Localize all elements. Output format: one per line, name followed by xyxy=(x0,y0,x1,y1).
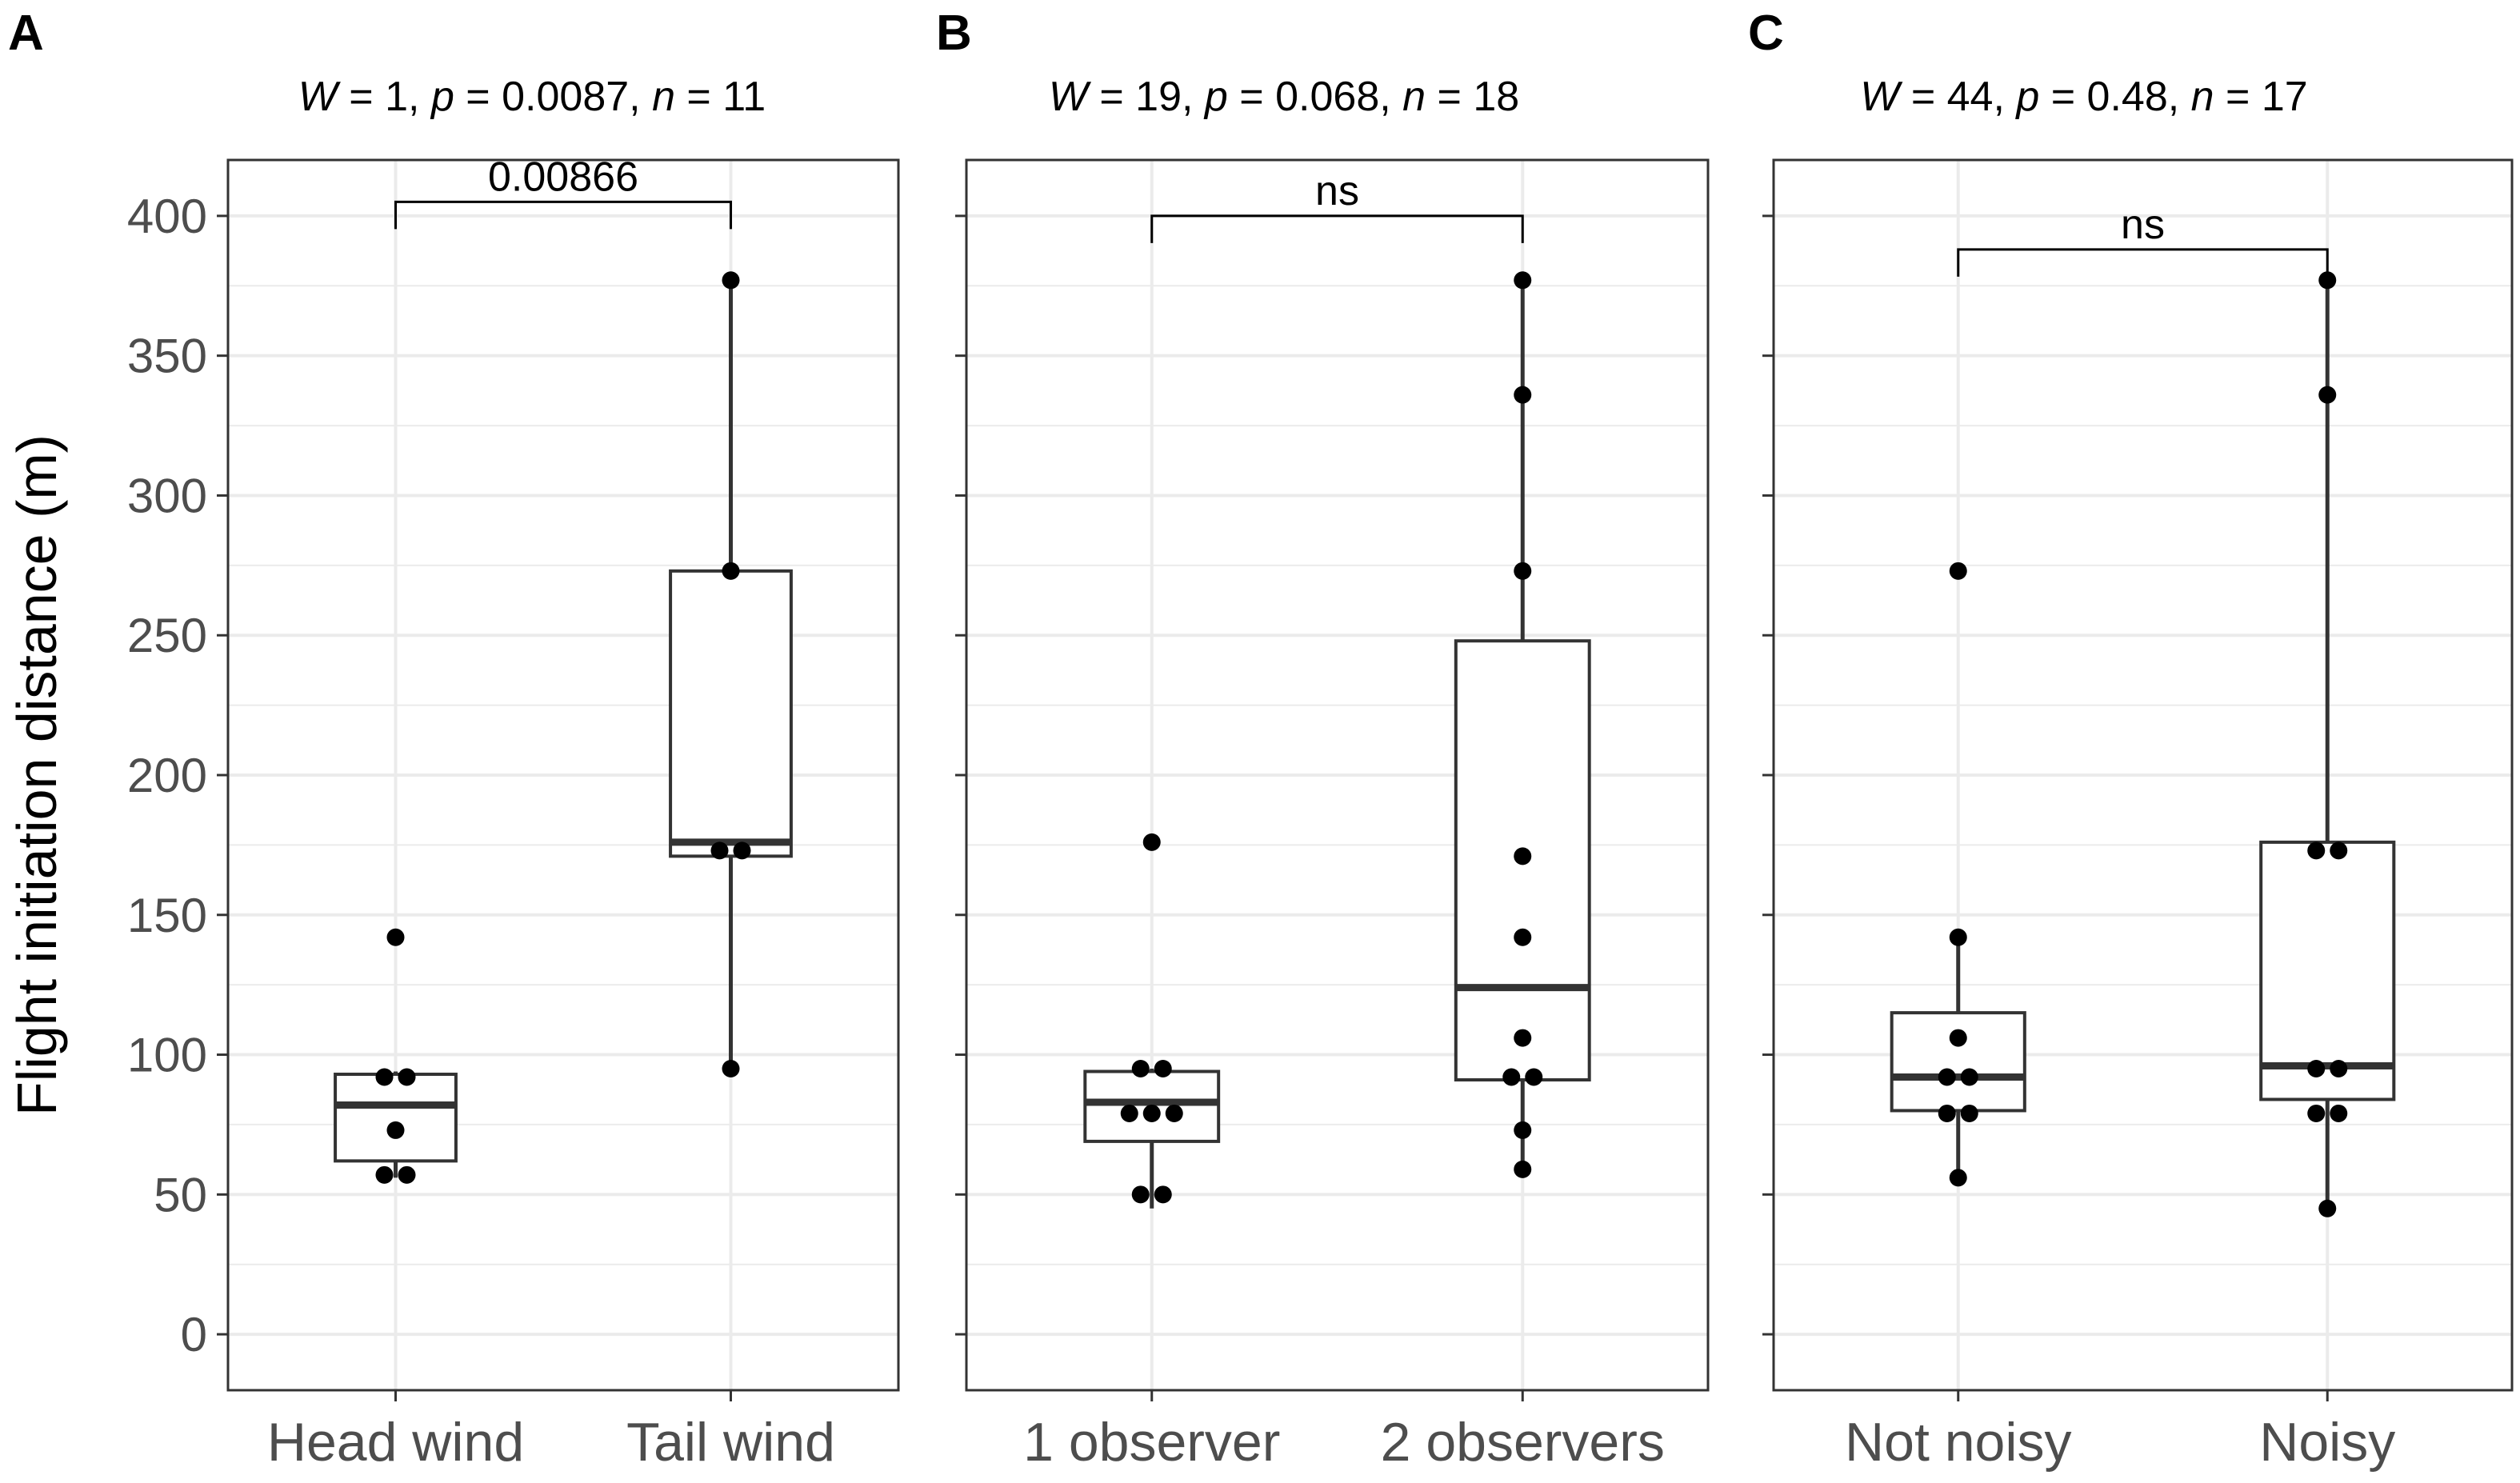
data-point xyxy=(1514,928,1532,946)
data-point xyxy=(2318,271,2337,290)
panel-a: A W = 1, p = 0.0087, n = 11 0 50 100 150 200 25… xyxy=(8,6,900,1473)
y-tick-label: 350 xyxy=(127,330,207,383)
data-point xyxy=(1938,1104,1956,1122)
data-point xyxy=(1949,562,1967,580)
x-tick-label: 1 observer xyxy=(1023,1412,1280,1473)
box xyxy=(2259,840,2396,1101)
data-point xyxy=(386,928,405,946)
y-axis-title: Flight initiation distance (m) xyxy=(6,434,68,1116)
x-tick-label: Not noisy xyxy=(1845,1412,2071,1473)
data-point xyxy=(1514,386,1532,404)
data-point xyxy=(1949,928,1967,946)
x-tick-label: 2 observers xyxy=(1381,1412,1665,1473)
data-point xyxy=(398,1068,416,1086)
y-tick-label: 0 xyxy=(181,1308,207,1361)
data-point xyxy=(1165,1104,1183,1122)
panel-b: B W = 19, p = 0.068, n = 18 ns 1 observer 2 … xyxy=(936,6,1710,1473)
data-point xyxy=(1960,1104,1978,1122)
data-point xyxy=(1514,1029,1532,1047)
data-point xyxy=(710,841,729,860)
significance-label: ns xyxy=(1315,168,1359,214)
panel-border xyxy=(226,158,900,1392)
data-point xyxy=(1525,1068,1543,1086)
data-point xyxy=(2307,1060,2326,1078)
data-point xyxy=(1142,833,1161,851)
data-point xyxy=(386,1121,405,1139)
data-point xyxy=(722,562,740,580)
y-tick-label: 400 xyxy=(127,190,207,243)
y-tick-label: 150 xyxy=(127,889,207,942)
data-point xyxy=(2318,386,2337,404)
significance-label: ns xyxy=(2121,202,2165,248)
box xyxy=(334,1073,458,1163)
y-tick-label: 200 xyxy=(127,749,207,802)
panel-letter: C xyxy=(1748,6,1784,61)
data-point xyxy=(1131,1185,1150,1204)
significance-label: 0.00866 xyxy=(488,154,638,200)
panel-border xyxy=(1772,158,2514,1392)
data-point xyxy=(733,841,751,860)
data-point xyxy=(1154,1185,1172,1204)
data-point xyxy=(722,271,740,290)
data-point xyxy=(2307,841,2326,860)
data-point xyxy=(1960,1068,1978,1086)
panel-border xyxy=(965,158,1710,1392)
data-point xyxy=(375,1068,394,1086)
y-tick-label: 250 xyxy=(127,609,207,662)
significance-bracket xyxy=(1150,214,1524,243)
data-point xyxy=(1938,1068,1956,1086)
data-point xyxy=(398,1165,416,1184)
data-point xyxy=(1131,1060,1150,1078)
x-tick-label: Noisy xyxy=(2259,1412,2395,1473)
data-point xyxy=(2307,1104,2326,1122)
y-tick-label: 100 xyxy=(127,1029,207,1082)
data-point xyxy=(1154,1060,1172,1078)
panel-subtitle: W = 19, p = 0.068, n = 18 xyxy=(1049,74,1519,120)
significance-bracket xyxy=(394,200,732,230)
data-point xyxy=(1514,847,1532,865)
panel-letter: A xyxy=(8,6,44,61)
data-point xyxy=(1514,562,1532,580)
panel-subtitle: W = 1, p = 0.0087, n = 11 xyxy=(298,74,766,120)
y-tick-label: 50 xyxy=(154,1168,207,1221)
data-point xyxy=(375,1165,394,1184)
significance-bracket xyxy=(1957,248,2329,277)
data-point xyxy=(1514,271,1532,290)
panel-subtitle: W = 44, p = 0.48, n = 17 xyxy=(1860,74,2307,120)
panel-letter: B xyxy=(936,6,972,61)
y-tick-label: 300 xyxy=(127,469,207,522)
data-point xyxy=(1514,1160,1532,1178)
x-tick-label: Tail wind xyxy=(626,1412,835,1473)
data-point xyxy=(1502,1068,1521,1086)
data-point xyxy=(1142,1104,1161,1122)
data-point xyxy=(1120,1104,1138,1122)
box xyxy=(669,569,793,858)
data-point xyxy=(2330,1060,2348,1078)
data-point xyxy=(1949,1029,1967,1047)
data-point xyxy=(1514,1121,1532,1139)
data-point xyxy=(2330,1104,2348,1122)
box xyxy=(1890,1011,2026,1113)
data-point xyxy=(2318,1199,2337,1217)
data-point xyxy=(1949,1169,1967,1187)
x-tick-label: Head wind xyxy=(267,1412,524,1473)
data-point xyxy=(722,1060,740,1078)
data-point xyxy=(2330,841,2348,860)
